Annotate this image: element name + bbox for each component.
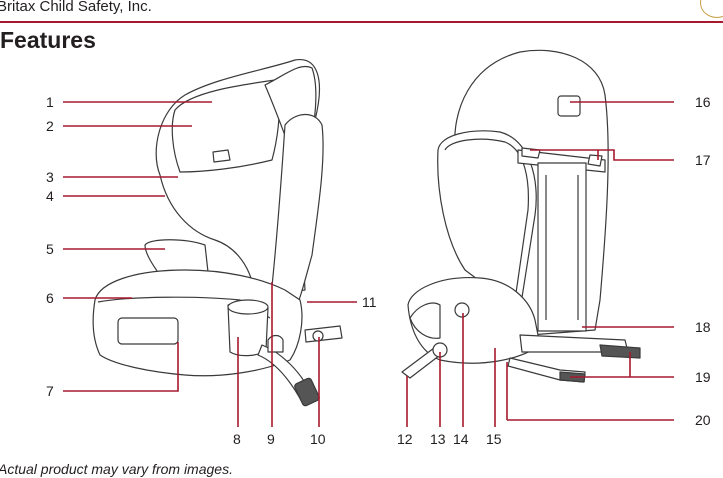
- leader-20: [506, 362, 674, 421]
- callout-6: 6: [46, 290, 54, 306]
- callout-leaders: [63, 101, 674, 427]
- callout-12: 12: [397, 431, 413, 447]
- company-name: Britax Child Safety, Inc.: [0, 0, 152, 15]
- footnote: Actual product may vary from images.: [0, 461, 233, 477]
- callout-10: 10: [310, 431, 326, 447]
- leader-17: [530, 149, 674, 161]
- callout-17: 17: [695, 152, 711, 168]
- callout-8: 8: [233, 431, 241, 447]
- callout-19: 19: [695, 369, 711, 385]
- callout-1: 1: [46, 94, 54, 110]
- callout-18: 18: [695, 319, 711, 335]
- callout-9: 9: [267, 431, 275, 447]
- header-rule: [0, 21, 723, 23]
- callout-14: 14: [453, 431, 469, 447]
- leader-7: [63, 342, 179, 392]
- callout-5: 5: [46, 241, 54, 257]
- front-view-seat: [92, 59, 343, 407]
- callout-numbers: 1 2 3 4 5 6 7 8 9 10 11 12 13 14 15 16 1…: [46, 94, 711, 447]
- callout-16: 16: [695, 94, 711, 110]
- callout-7: 7: [46, 383, 54, 399]
- callout-20: 20: [695, 412, 711, 428]
- rear-view-seat: [401, 49, 641, 383]
- callout-3: 3: [46, 169, 54, 185]
- leader-19: [570, 352, 674, 378]
- callout-15: 15: [486, 431, 502, 447]
- callout-2: 2: [46, 118, 54, 134]
- page-title: Features: [0, 27, 96, 53]
- callout-11: 11: [362, 294, 377, 310]
- callout-13: 13: [430, 431, 446, 447]
- callout-4: 4: [46, 188, 54, 204]
